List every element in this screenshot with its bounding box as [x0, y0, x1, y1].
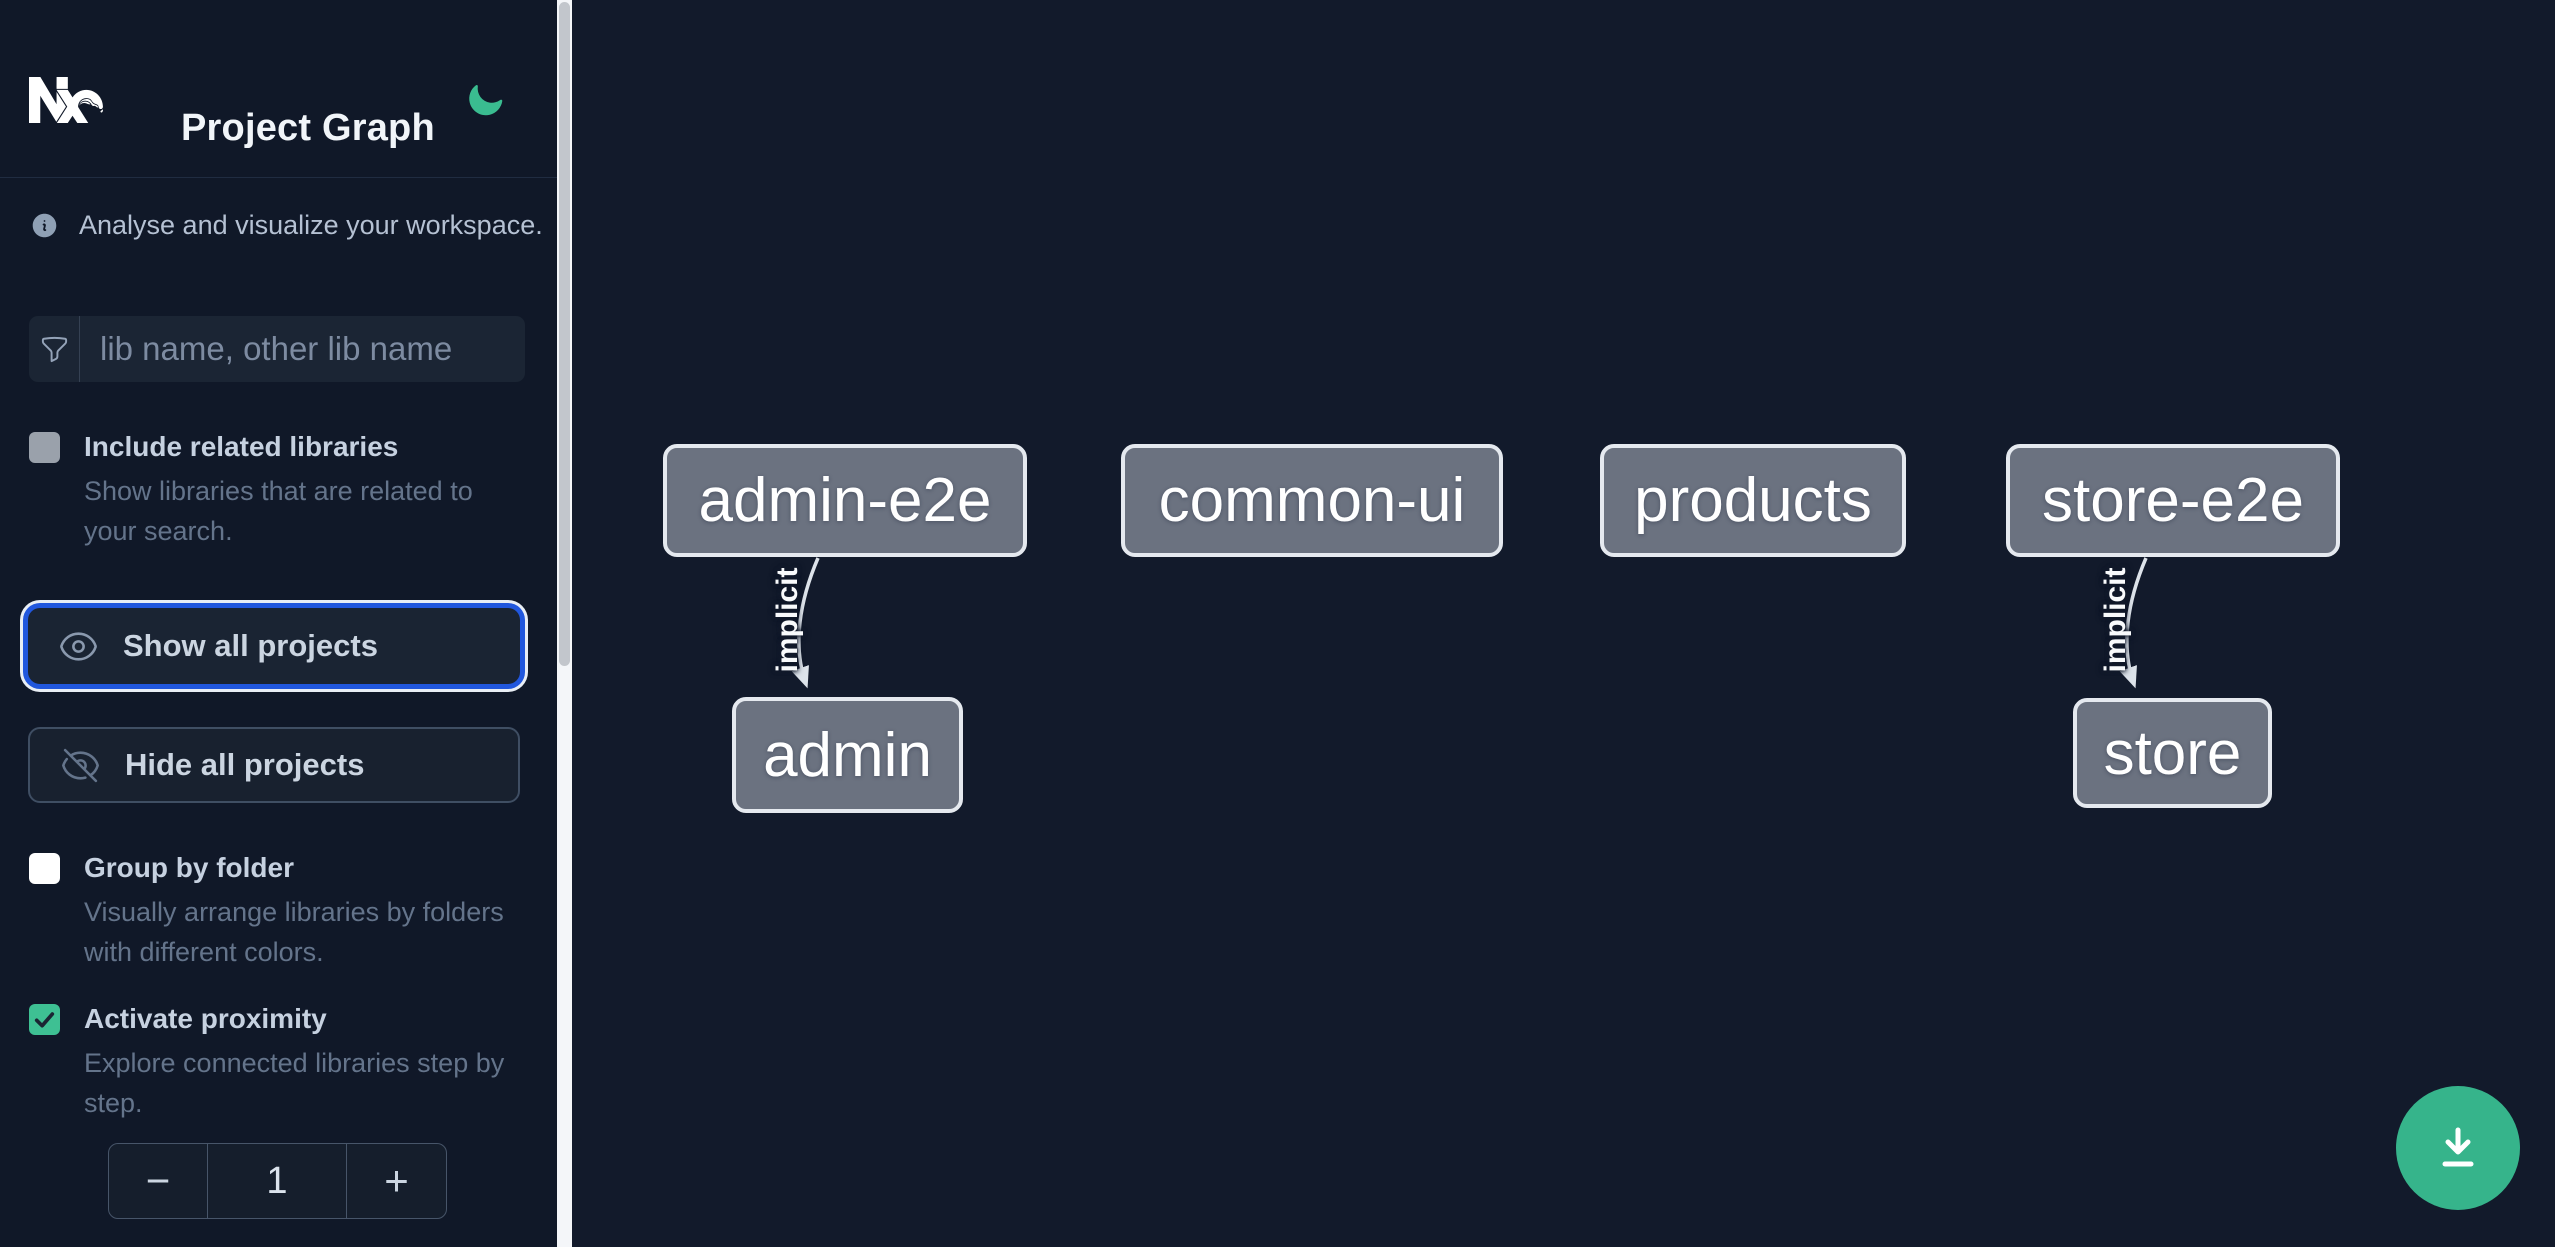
- option-label: Group by folder: [84, 852, 294, 883]
- node-common-ui[interactable]: common-ui: [1121, 444, 1503, 557]
- option-label: Include related libraries: [84, 431, 399, 462]
- node-admin-e2e[interactable]: admin-e2e: [663, 444, 1027, 557]
- moon-icon: [469, 84, 503, 115]
- show-all-projects-button[interactable]: Show all projects: [28, 608, 520, 684]
- option-description: Visually arrange libraries by folders wi…: [84, 897, 504, 967]
- checkbox-include-related-libraries[interactable]: [29, 432, 60, 463]
- eye-icon: [60, 631, 97, 661]
- info-icon: [32, 213, 57, 238]
- dependency-edges: [791, 557, 2148, 689]
- sidebar-scrollbar-thumb[interactable]: [559, 2, 570, 666]
- edge-label-implicit-admin[interactable]: implicit: [771, 567, 804, 673]
- workspace-tagline: Analyse and visualize your workspace.: [79, 210, 543, 240]
- option-description: Show libraries that are related to your …: [84, 476, 473, 546]
- sidebar-scrollbar-track: [557, 0, 572, 1247]
- filter-input-group: [29, 316, 525, 382]
- edge-store-e2e-to-store: [2119, 557, 2148, 689]
- option-include-related-libraries: Include related libraries Show libraries…: [29, 430, 525, 551]
- hide-all-projects-button[interactable]: Hide all projects: [28, 727, 520, 803]
- checkbox-group-by-folder[interactable]: [29, 853, 60, 884]
- proximity-value: 1: [266, 1159, 288, 1202]
- show-all-projects-label: Show all projects: [123, 628, 378, 663]
- node-admin[interactable]: admin: [732, 697, 963, 813]
- checkbox-activate-proximity[interactable]: [29, 1004, 60, 1035]
- workspace-tagline-row: Analyse and visualize your workspace.: [30, 210, 543, 241]
- graph-canvas[interactable]: implicit implicit admin-e2e common-ui pr…: [572, 0, 2555, 1247]
- download-icon: [2442, 1127, 2474, 1167]
- option-description: Explore connected libraries step by step…: [84, 1048, 505, 1118]
- edge-admin-e2e-to-admin: [791, 557, 820, 689]
- app-title: Project Graph: [181, 107, 435, 150]
- eye-slash-icon: [62, 748, 99, 782]
- edge-label-implicit-store[interactable]: implicit: [2099, 567, 2132, 673]
- check-icon: [34, 1012, 55, 1028]
- theme-toggle-button[interactable]: [464, 80, 506, 122]
- option-label: Activate proximity: [84, 1003, 327, 1034]
- funnel-icon: [29, 316, 80, 382]
- proximity-increment-button[interactable]: +: [346, 1144, 446, 1218]
- node-products[interactable]: products: [1600, 444, 1906, 557]
- sidebar-header: Project Graph: [0, 0, 557, 178]
- search-input[interactable]: [80, 316, 525, 382]
- hide-all-projects-label: Hide all projects: [125, 747, 365, 782]
- option-group-by-folder: Group by folder Visually arrange librari…: [29, 851, 525, 972]
- node-store[interactable]: store: [2073, 698, 2272, 808]
- proximity-decrement-button[interactable]: −: [109, 1144, 208, 1218]
- proximity-stepper: − 1 +: [108, 1143, 447, 1219]
- option-activate-proximity: Activate proximity Explore connected lib…: [29, 1002, 525, 1123]
- nx-logo-icon: [29, 77, 103, 123]
- export-graph-button[interactable]: [2396, 1086, 2520, 1210]
- sidebar: Project Graph Analyse and visualize your…: [0, 0, 557, 1247]
- node-store-e2e[interactable]: store-e2e: [2006, 444, 2340, 557]
